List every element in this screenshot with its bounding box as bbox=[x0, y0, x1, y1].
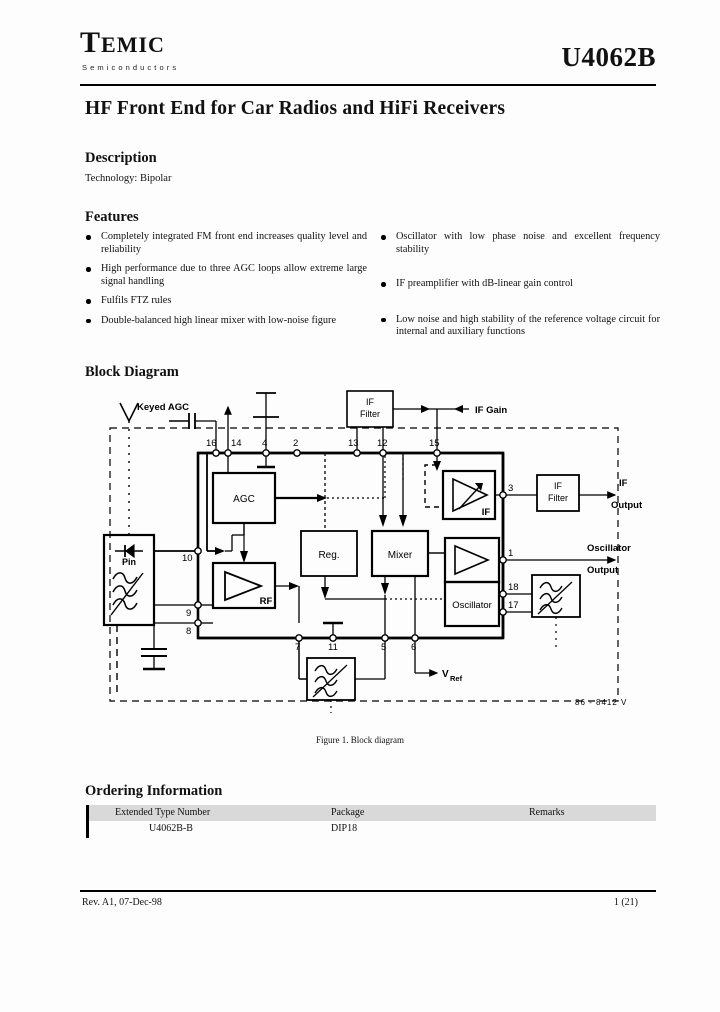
feature-item: IF preamplifier with dB-linear gain cont… bbox=[380, 278, 660, 291]
pin-label-7: 7 bbox=[295, 642, 300, 653]
signal-label-keyed-agc: Keyed AGC bbox=[137, 402, 189, 413]
block-label-if-filter-right-1: IF bbox=[554, 481, 563, 491]
bullet-icon bbox=[381, 235, 386, 240]
feature-text: Double-balanced high linear mixer with l… bbox=[101, 314, 337, 326]
signal-label-osc-output-2: Output bbox=[587, 565, 619, 576]
cell-type-number: U4062B-B bbox=[149, 823, 193, 834]
column-header-type: Extended Type Number bbox=[115, 807, 211, 818]
pin-label-5: 5 bbox=[381, 642, 386, 653]
feature-text: Fulfils FTZ rules bbox=[101, 295, 172, 307]
feature-item: Low noise and high stability of the refe… bbox=[380, 314, 660, 339]
ordering-heading: Ordering Information bbox=[85, 783, 223, 799]
feature-text: Completely integrated FM front end incre… bbox=[101, 231, 367, 255]
footer-revision: Rev. A1, 07-Dec-98 bbox=[82, 897, 162, 908]
table-header-row: Extended Type Number Package Remarks bbox=[86, 805, 656, 821]
page-header: TEMIC Semiconductors U4062B bbox=[80, 28, 656, 86]
pin-label-16: 16 bbox=[206, 438, 217, 449]
pin-label-14: 14 bbox=[231, 438, 242, 449]
pin-label-6: 6 bbox=[411, 642, 416, 653]
block-label-rf: RF bbox=[260, 596, 273, 607]
table-row: U4062B-B DIP18 bbox=[86, 821, 656, 838]
features-column-left: Completely integrated FM front end incre… bbox=[85, 231, 367, 335]
signal-label-vref: V bbox=[442, 669, 449, 680]
feature-item: Completely integrated FM front end incre… bbox=[85, 231, 367, 256]
column-header-package: Package bbox=[331, 807, 365, 818]
features-heading: Features bbox=[85, 209, 139, 225]
block-label-if-amp: IF bbox=[482, 507, 491, 518]
footer-page-number: 1 (21) bbox=[613, 897, 638, 908]
block-diagram-heading: Block Diagram bbox=[85, 364, 179, 380]
part-number: U4062B bbox=[561, 42, 656, 72]
block-diagram-svg: 16 14 4 2 13 12 15 3 1 18 17 10 9 8 7 11… bbox=[102, 390, 643, 713]
signal-label-if-output-1: IF bbox=[619, 478, 628, 489]
drawing-reference: 86 - 8412 V bbox=[575, 698, 627, 707]
description-text: Technology: Bipolar bbox=[85, 173, 172, 184]
pin-label-11: 11 bbox=[328, 642, 338, 653]
bullet-icon bbox=[381, 317, 386, 323]
block-label-mixer: Mixer bbox=[388, 550, 413, 561]
pin-label-8: 8 bbox=[186, 626, 191, 637]
figure-caption: Figure 1. Block diagram bbox=[316, 735, 404, 745]
column-header-remarks: Remarks bbox=[529, 807, 565, 818]
block-label-agc: AGC bbox=[233, 494, 255, 505]
signal-label-vref-sub: Ref bbox=[450, 674, 463, 683]
bullet-icon bbox=[381, 282, 386, 287]
bullet-icon bbox=[86, 299, 91, 304]
feature-item: High performance due to three AGC loops … bbox=[85, 263, 367, 288]
bullet-icon bbox=[86, 318, 91, 324]
block-label-if-filter-top-1: IF bbox=[366, 397, 375, 407]
pin-label-13: 13 bbox=[348, 438, 359, 449]
signal-label-if-gain: IF Gain bbox=[475, 405, 507, 416]
pin-label-15: 15 bbox=[429, 438, 440, 449]
logo-wordmark-text: TEMIC bbox=[80, 26, 165, 59]
document-title: HF Front End for Car Radios and HiFi Rec… bbox=[85, 98, 506, 119]
block-label-reg: Reg. bbox=[318, 550, 339, 561]
pin-label-4: 4 bbox=[262, 438, 267, 449]
signal-label-osc-output-1: Oscillator bbox=[587, 543, 631, 554]
block-label-pin: Pin bbox=[122, 557, 136, 567]
header-divider bbox=[80, 84, 656, 86]
logo-wordmark: TEMIC bbox=[80, 28, 179, 60]
pin-label-9: 9 bbox=[186, 608, 191, 619]
pin-label-17: 17 bbox=[508, 600, 519, 611]
block-diagram-figure: 16 14 4 2 13 12 15 3 1 18 17 10 9 8 7 11… bbox=[85, 383, 675, 728]
bullet-icon bbox=[86, 235, 91, 240]
pin-label-18: 18 bbox=[508, 582, 519, 593]
pin-label-3: 3 bbox=[508, 483, 513, 494]
block-label-if-filter-top-2: Filter bbox=[360, 409, 380, 419]
temic-logo: TEMIC Semiconductors bbox=[80, 28, 180, 73]
pin-label-10: 10 bbox=[182, 553, 193, 564]
bullet-icon bbox=[86, 267, 91, 272]
ordering-table: Extended Type Number Package Remarks U40… bbox=[86, 805, 656, 838]
pin-label-1: 1 bbox=[508, 548, 513, 559]
feature-item: Fulfils FTZ rules bbox=[85, 295, 367, 308]
logo-tagline: Semiconductors bbox=[82, 63, 180, 72]
features-column-right: Oscillator with low phase noise and exce… bbox=[380, 231, 660, 346]
signal-label-if-output-2: Output bbox=[611, 500, 643, 511]
cell-package: DIP18 bbox=[331, 823, 358, 834]
pin-label-2: 2 bbox=[293, 438, 298, 449]
feature-item: Oscillator with low phase noise and exce… bbox=[380, 231, 660, 256]
footer-divider bbox=[80, 890, 656, 892]
block-label-oscillator: Oscillator bbox=[452, 600, 492, 611]
feature-item: Double-balanced high linear mixer with l… bbox=[85, 315, 367, 328]
pin-label-12: 12 bbox=[377, 438, 388, 449]
block-label-if-filter-right-2: Filter bbox=[548, 493, 568, 503]
feature-text: Oscillator with low phase noise and exce… bbox=[396, 231, 660, 255]
feature-text: High performance due to three AGC loops … bbox=[101, 263, 367, 287]
feature-text: IF preamplifier with dB-linear gain cont… bbox=[396, 278, 573, 290]
description-heading: Description bbox=[85, 150, 157, 166]
feature-text: Low noise and high stability of the refe… bbox=[396, 313, 660, 338]
